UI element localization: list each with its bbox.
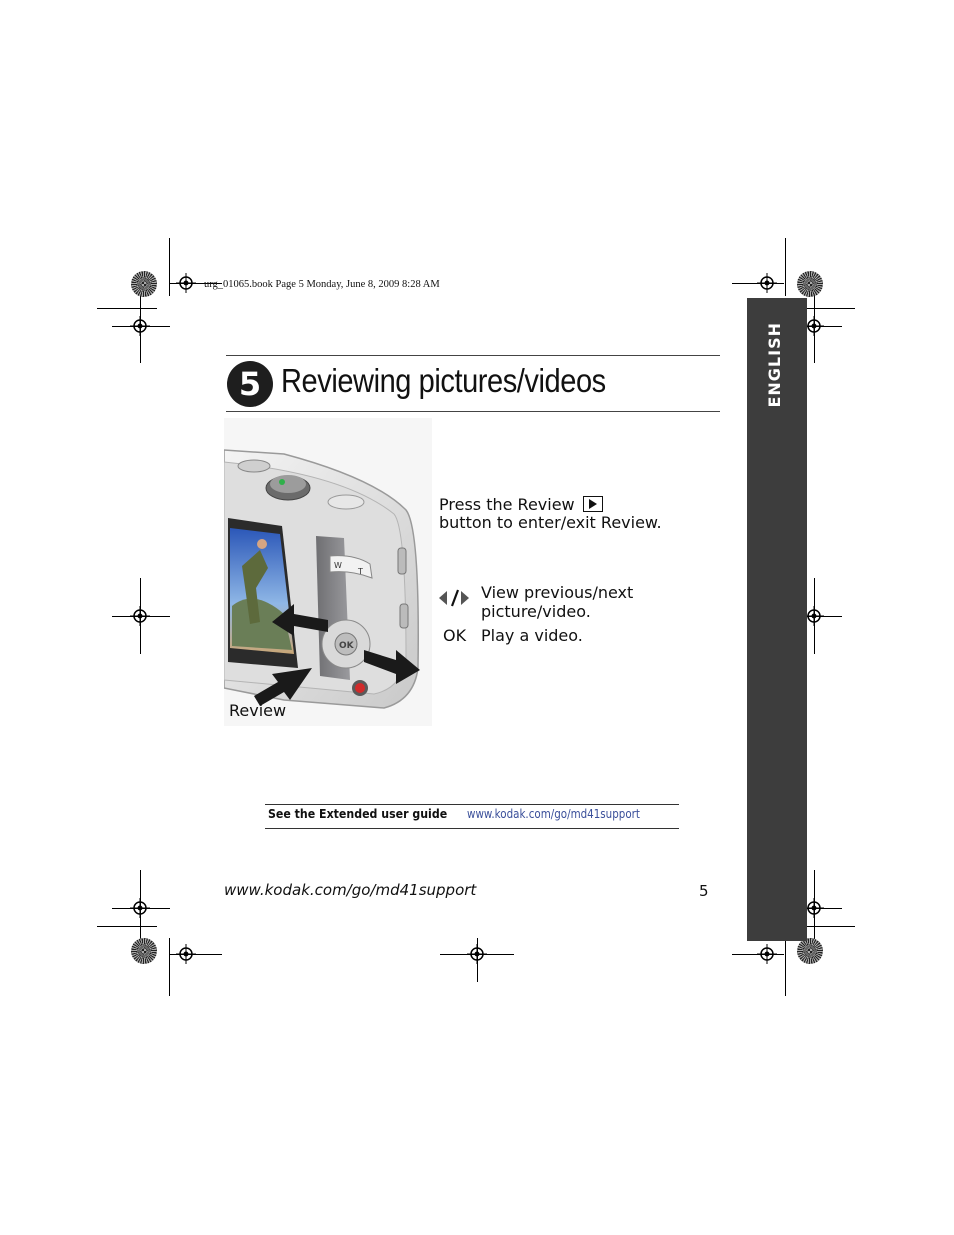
ok-button-label: OK: [339, 641, 355, 651]
press-review-line2: button to enter/exit Review.: [439, 513, 662, 532]
reference-link[interactable]: www.kodak.com/go/md41support: [467, 807, 640, 821]
language-tab-label: ENGLISH: [765, 322, 784, 408]
right-arrow-graphic: [364, 650, 420, 684]
chapter-title: Reviewing pictures/videos: [281, 362, 606, 399]
page-number: 5: [699, 882, 709, 900]
view-prev-next-line2: picture/video.: [481, 602, 591, 621]
camera-drawing: W T OK: [223, 418, 432, 726]
chapter-number-badge: 5: [227, 361, 273, 407]
view-prev-next-line1: View previous/next: [481, 583, 634, 602]
left-right-arrows-icon: [439, 588, 471, 608]
reference-label: See the Extended user guide: [268, 806, 448, 821]
review-pointer-arrow: [254, 668, 312, 706]
review-callout: Review: [229, 701, 287, 720]
play-video-text: Play a video.: [481, 626, 583, 645]
zoom-t-label: T: [357, 567, 363, 576]
print-slug: urg_01065.book Page 5 Monday, June 8, 20…: [204, 279, 440, 290]
press-review-text: Press the Review: [439, 495, 575, 514]
press-review-line1: Press the Review: [439, 495, 603, 514]
ok-key-label: OK: [443, 626, 467, 645]
left-arrow-graphic: [272, 604, 328, 636]
camera-illustration: W T OK: [223, 418, 432, 726]
play-icon: [582, 496, 603, 512]
heading-rule-top: [226, 355, 720, 356]
language-tab: ENGLISH: [747, 298, 807, 941]
footer-url: www.kodak.com/go/md41support: [224, 881, 477, 899]
reference-box: [265, 804, 679, 829]
heading-rule-bottom: [226, 411, 720, 412]
zoom-w-label: W: [334, 561, 342, 570]
